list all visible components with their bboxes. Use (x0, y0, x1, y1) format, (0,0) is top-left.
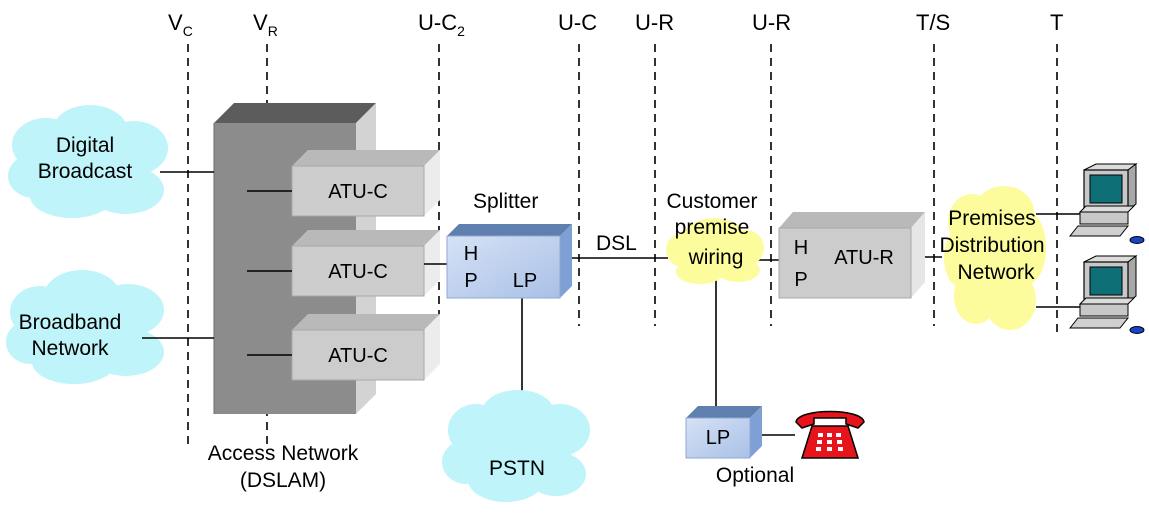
cloud-broadband-network: Broadband Network (6, 270, 164, 384)
svg-text:Optional: Optional (716, 464, 794, 487)
svg-text:Broadband: Broadband (19, 311, 122, 334)
dsl-label: DSL (596, 232, 637, 255)
ref-label-ur-2: U-R (752, 10, 791, 35)
svg-text:Customer: Customer (666, 190, 757, 213)
svg-text:LP: LP (706, 427, 730, 449)
ref-label-vc: VC (168, 10, 193, 39)
telephone-icon (795, 410, 865, 459)
ref-label-uc: U-C (558, 10, 597, 35)
svg-text:Digital: Digital (56, 134, 114, 157)
dslam-caption-line-2: (DSLAM) (240, 469, 326, 492)
dslam-caption-line-1: Access Network (208, 442, 359, 465)
cloud-pstn: PSTN (442, 390, 590, 502)
svg-text:Network: Network (31, 337, 109, 360)
svg-text:P: P (794, 269, 807, 291)
atu-c-box-1: ATU-C (291, 150, 440, 217)
ref-label-ts: T/S (916, 10, 950, 35)
svg-text:P: P (464, 270, 477, 292)
atu-c-box-2: ATU-C (291, 230, 440, 297)
ref-label-uc2: U-C2 (418, 10, 465, 39)
cloud-customer-premise-wiring: Customer premise wiring (666, 190, 764, 284)
svg-text:Broadcast: Broadcast (38, 160, 133, 183)
svg-text:PSTN: PSTN (489, 457, 545, 480)
svg-text:ATU-C: ATU-C (328, 345, 388, 367)
connection-lines (142, 171, 1082, 436)
reference-labels: VC VR U-C2 U-C U-R U-R T/S T (168, 10, 1063, 39)
svg-text:Distribution: Distribution (939, 234, 1044, 257)
ref-label-vr: VR (253, 10, 278, 39)
computer-icon (1068, 163, 1145, 244)
svg-text:Premises: Premises (948, 207, 1036, 230)
svg-text:H: H (794, 237, 808, 259)
svg-text:ATU-C: ATU-C (328, 261, 388, 283)
computer-icon (1068, 255, 1145, 334)
svg-text:ATU-C: ATU-C (328, 181, 388, 203)
cloud-digital-broadcast: Digital Broadcast (8, 105, 168, 218)
svg-text:Splitter: Splitter (473, 190, 538, 213)
splitter: Splitter H P LP (446, 190, 572, 299)
ref-label-t: T (1050, 10, 1063, 35)
svg-text:wiring: wiring (688, 246, 744, 269)
svg-text:premise: premise (675, 216, 750, 239)
atu-c-box-3: ATU-C (291, 314, 440, 381)
cloud-premises-distribution-network: Premises Distribution Network (939, 186, 1046, 330)
svg-text:LP: LP (513, 270, 537, 292)
atu-r-box: H P ATU-R (778, 212, 925, 299)
svg-text:H: H (464, 243, 478, 265)
svg-text:ATU-R: ATU-R (834, 247, 894, 269)
svg-text:Network: Network (957, 261, 1035, 284)
ref-label-ur-1: U-R (635, 10, 674, 35)
optional-lp-filter: LP Optional (685, 406, 794, 487)
